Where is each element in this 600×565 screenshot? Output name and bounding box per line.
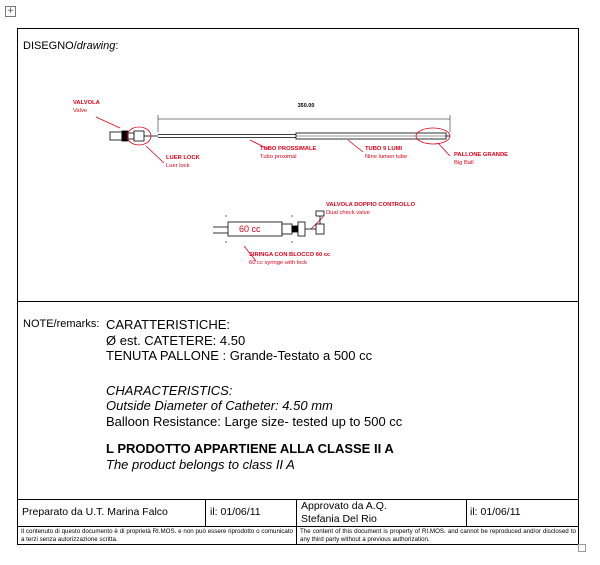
valve-label-en: Valve <box>73 108 87 114</box>
catheter-drawing: 350.00 VALVOLA Valve LUER LOCK Luer lock… <box>73 100 508 266</box>
proximal-tube-label: TUBO PROSSIMALE <box>260 146 316 152</box>
en-balloon-resistance: Balloon Resistance: Large size- tested u… <box>106 413 403 429</box>
luer-lock-label-en: Luer lock <box>166 163 190 169</box>
drawing-section-label: DISEGNO/drawing: <box>23 40 119 52</box>
valve-label: VALVOLA <box>73 100 101 106</box>
table-resize-handle[interactable] <box>578 544 586 552</box>
syringe-label-en: 60 cc syringe with lock <box>249 260 307 266</box>
dimension-value: 350.00 <box>298 103 315 109</box>
product-class-en: The product belongs to class II A <box>106 456 295 472</box>
luer-lock-label: LUER LOCK <box>166 155 201 161</box>
en-catheter-diameter: Outside Diameter of Catheter: 4.50 mm <box>106 398 333 413</box>
notes-section-label: NOTE/remarks: <box>23 318 100 330</box>
syringe-volume: 60 cc <box>239 224 261 234</box>
en-characteristics-heading: CHARACTERISTICS: <box>106 382 233 398</box>
balloon-label-en: Big Ball <box>454 160 474 166</box>
prepared-date: il: 01/06/11 <box>210 506 261 518</box>
disclaimer-it: Il contenuto di questo documento è di pr… <box>21 528 293 543</box>
it-catheter-diameter: Ø est. CATETERE: 4.50 <box>106 332 246 348</box>
notes-content: CARATTERISTICHE: Ø est. CATETERE: 4.50 T… <box>106 317 402 472</box>
nine-lumen-label-en: Nine lumen tube <box>365 154 407 160</box>
product-class-it: L PRODOTTO APPARTIENE ALLA CLASSE II A <box>106 441 394 456</box>
footer-row-top <box>18 526 578 527</box>
technical-sheet: DISEGNO/drawing: <box>17 28 579 545</box>
check-valve-label: VALVOLA DOPPIO CONTROLLO <box>326 202 416 208</box>
disclaimer-en: The content of this document is property… <box>300 528 576 543</box>
table-move-handle[interactable]: + <box>5 6 16 17</box>
proximal-tube-label-en: Tubo proximal <box>260 154 297 160</box>
syringe-label: SIRINGA CON BLOCCO 60 cc <box>249 252 331 258</box>
it-characteristics-heading: CARATTERISTICHE: <box>106 317 230 332</box>
check-valve-label-en: Dual check valve <box>326 210 370 216</box>
nine-lumen-label: TUBO 9 LUMI <box>365 146 402 152</box>
syringe-assembly <box>213 210 325 243</box>
annotation-marks <box>95 116 451 262</box>
signature-row: Preparato da U.T. Marina Falco il: 01/06… <box>18 499 578 526</box>
prepared-by: Preparato da U.T. Marina Falco <box>22 506 168 518</box>
balloon-label: PALLONE GRANDE <box>454 152 508 158</box>
signature-row-top <box>18 499 578 500</box>
approved-date: il: 01/06/11 <box>470 506 521 518</box>
catheter-assembly <box>109 115 451 142</box>
approved-by-name: Stefania Del Rio <box>301 513 377 525</box>
it-balloon-resistance: TENUTA PALLONE : Grande-Testato a 500 cc <box>106 348 373 363</box>
disclaimer-row: Il contenuto di questo documento è di pr… <box>18 526 578 544</box>
section-divider <box>18 301 578 302</box>
approved-by-label: Approvato da A.Q. <box>301 500 387 512</box>
